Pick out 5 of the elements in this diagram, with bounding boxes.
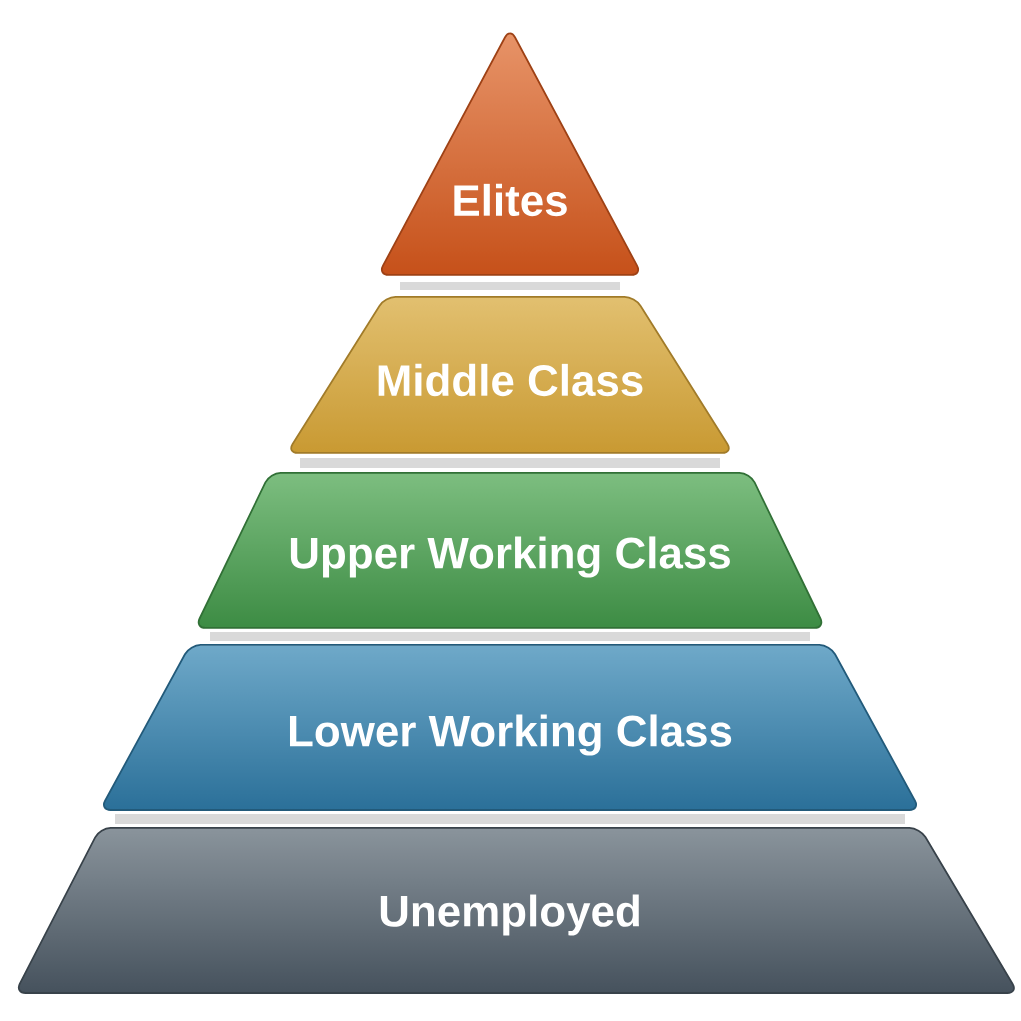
- pyramid-layer: Middle Class: [290, 296, 730, 454]
- pyramid-layer: Lower Working Class: [103, 644, 917, 811]
- pyramid-layer: Elites: [381, 32, 640, 276]
- pyramid-layer: Upper Working Class: [197, 472, 823, 629]
- pyramid-layer: Unemployed: [17, 827, 1015, 994]
